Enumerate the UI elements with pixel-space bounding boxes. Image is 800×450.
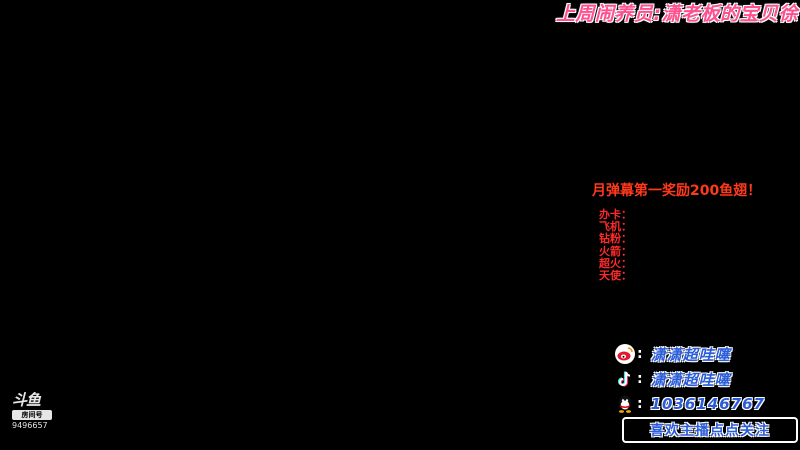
douyin-icon xyxy=(615,369,635,389)
social-qq: : 1036146767 xyxy=(615,393,765,415)
qq-number: 1036146767 xyxy=(650,395,765,413)
social-douyin: : 潇潇超哇噻 xyxy=(615,368,731,390)
room-id: 9496657 xyxy=(12,421,48,430)
follow-text: 喜欢主播点点关注 xyxy=(650,423,770,439)
gift-item: 超火： xyxy=(599,256,632,270)
reward-notice: 月弹幕第一奖励200鱼翅！ xyxy=(592,183,762,199)
weibo-icon xyxy=(615,344,635,364)
gift-list: 办卡： 飞机： 钻粉： 火箭： 超火： 天使： xyxy=(599,208,659,282)
social-weibo: : 潇潇超哇噻 xyxy=(615,343,731,365)
gift-item: 办卡： xyxy=(599,208,632,221)
logo-mark: 斗鱼 xyxy=(12,391,41,409)
gift-item: 钻粉： xyxy=(599,232,632,246)
qq-icon xyxy=(615,394,635,414)
gift-item: 天使： xyxy=(599,268,632,282)
banner-text: 上周闹养员:潇老板的宝贝徐 xyxy=(555,2,798,25)
room-label: 房间号 xyxy=(12,410,52,420)
weibo-name: 潇潇超哇噻 xyxy=(650,345,731,364)
follow-prompt: 喜欢主播点点关注 xyxy=(622,417,798,443)
gift-item: 飞机： xyxy=(599,220,632,234)
douyin-name: 潇潇超哇噻 xyxy=(650,370,731,389)
top-banner: 上周闹养员:潇老板的宝贝徐 xyxy=(503,0,800,25)
douyu-logo: 斗鱼 房间号 9496657 xyxy=(12,392,60,438)
gift-item: 火箭： xyxy=(599,244,632,258)
